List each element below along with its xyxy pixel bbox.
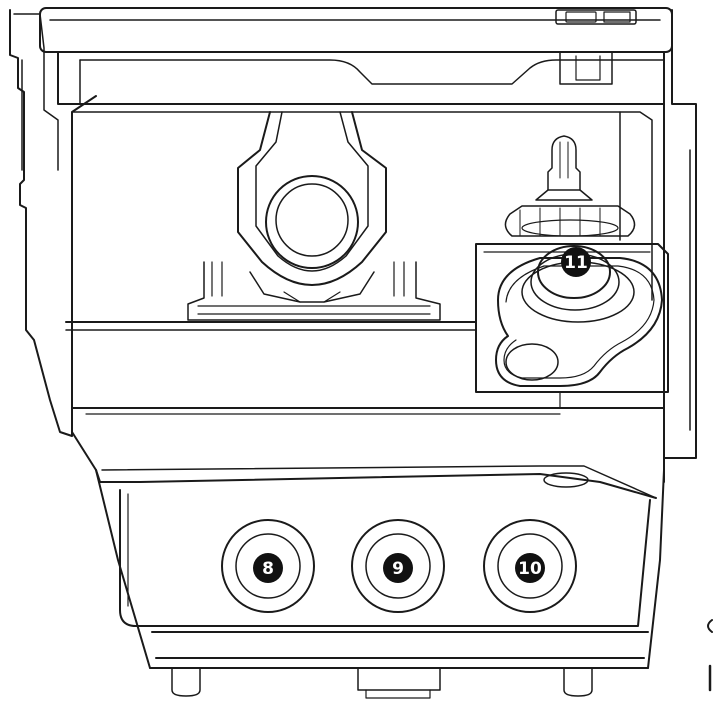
base-vent bbox=[149, 631, 649, 699]
center-pod bbox=[237, 111, 387, 303]
callout-11-label: 11 bbox=[564, 253, 588, 273]
housing-outline bbox=[9, 9, 697, 669]
callout-10: 10 bbox=[515, 553, 545, 583]
tank-assembly bbox=[504, 135, 636, 237]
control-panel bbox=[95, 465, 657, 627]
edge-fragments bbox=[707, 619, 713, 692]
button-8[interactable] bbox=[221, 519, 315, 613]
callout-9-label: 9 bbox=[392, 559, 404, 579]
button-9[interactable] bbox=[351, 519, 445, 613]
callout-8: 8 bbox=[253, 553, 283, 583]
middle-frame bbox=[65, 321, 665, 415]
button-10[interactable] bbox=[483, 519, 577, 613]
drip-grate bbox=[187, 261, 441, 321]
callout-8-label: 8 bbox=[262, 559, 274, 579]
callout-11: 11 bbox=[561, 247, 591, 277]
callout-9: 9 bbox=[383, 553, 413, 583]
callout-10-label: 10 bbox=[518, 559, 542, 579]
top-lid bbox=[39, 7, 673, 105]
